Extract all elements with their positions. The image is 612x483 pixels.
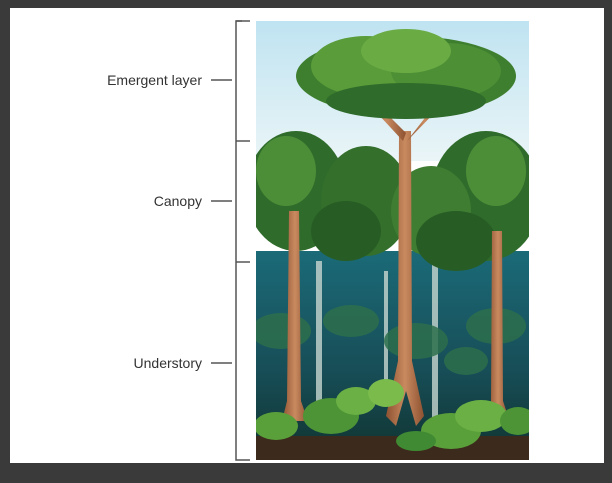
emergent-crown bbox=[296, 29, 516, 119]
bracket-line bbox=[235, 20, 250, 461]
label-understory: Understory bbox=[133, 355, 202, 371]
label-emergent-layer: Emergent layer bbox=[107, 72, 202, 88]
ground bbox=[256, 436, 529, 460]
canopy-foliage bbox=[256, 131, 529, 271]
rainforest-illustration bbox=[256, 21, 529, 460]
bottom-bar bbox=[0, 463, 612, 483]
floor-plants bbox=[256, 379, 529, 451]
canopy-trunks bbox=[282, 211, 508, 421]
label-canopy: Canopy bbox=[153, 193, 202, 209]
